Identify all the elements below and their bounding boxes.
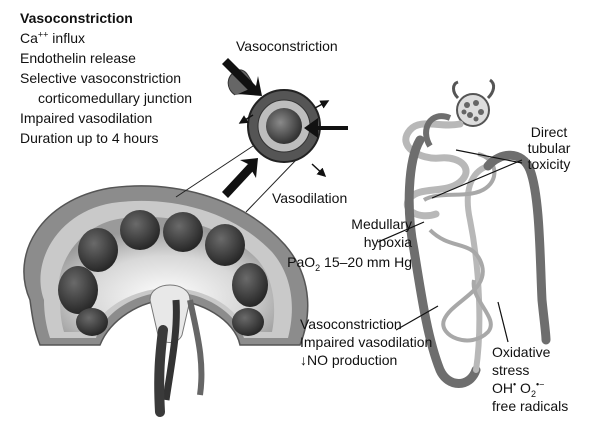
pointer-hypoxia	[377, 221, 425, 243]
o2-sup: •−	[535, 379, 545, 390]
renal-pyramids	[58, 210, 268, 336]
label-medullary: Medullary	[351, 216, 412, 232]
left-panel-item-calcium: Ca++ influx	[20, 30, 85, 47]
o2-sub: 2	[530, 388, 536, 399]
renal-vein	[187, 299, 205, 396]
left-panel-title: Vasoconstriction	[20, 10, 133, 26]
pao2-post: 15–20 mm Hg	[320, 254, 412, 270]
loop-of-henle-descending	[404, 135, 481, 388]
label-stress: stress	[492, 362, 530, 378]
label-toxicity: toxicity	[527, 156, 571, 172]
vasa-recta	[428, 228, 493, 343]
label-oxidative: Oxidative	[492, 344, 551, 360]
vessel-label-vasoconstriction: Vasoconstriction	[236, 38, 338, 54]
no-production-text: NO production	[307, 352, 398, 368]
label-free-radicals: free radicals	[492, 398, 569, 414]
left-panel-item-junction: corticomedullary junction	[38, 90, 193, 106]
label-direct: Direct	[530, 124, 568, 140]
oh-text: OH	[492, 380, 513, 396]
label-vasoconstriction-nephron: Vasoconstriction	[300, 316, 402, 332]
label-pao2: PaO2 15–20 mm Hg	[260, 254, 412, 273]
glomerulus	[456, 93, 490, 127]
arrow-bottom-left	[222, 164, 254, 198]
label-radicals: OH• O2•−	[492, 379, 545, 399]
renal-artery	[162, 299, 180, 401]
left-panel-item-selective: Selective vasoconstriction	[20, 70, 182, 86]
pointer-direct-toxicity-2	[431, 159, 523, 199]
pao2-sub: 2	[315, 262, 321, 273]
o2-text: O	[516, 380, 531, 396]
oh-sup: •	[513, 379, 517, 390]
vessel-label-vasodilation: Vasodilation	[272, 190, 348, 206]
calcium-rest: influx	[48, 30, 85, 46]
calcium-text: Ca	[20, 30, 38, 46]
connector-line-right	[245, 159, 297, 213]
pointer-oxidative	[497, 301, 509, 343]
label-tubular: tubular	[527, 140, 571, 156]
vasoconstriction-arrows	[222, 58, 348, 198]
down-arrow-icon: ↓	[300, 352, 307, 368]
left-panel-item-duration: Duration up to 4 hours	[20, 130, 159, 146]
vessel-cross-section	[227, 69, 321, 163]
pao2-pre: PaO	[287, 254, 316, 270]
arrow-top-left	[222, 58, 256, 92]
arrow-right	[304, 118, 348, 138]
pointer-vasoconstriction	[395, 305, 439, 331]
collecting-duct	[483, 150, 551, 345]
vasodilation-arrows	[238, 100, 330, 178]
pointer-direct-toxicity	[455, 149, 523, 164]
ureter	[154, 325, 168, 417]
kidney-illustration	[23, 185, 309, 417]
label-impaired-vasodilation: Impaired vasodilation	[300, 334, 433, 350]
nephron-illustration	[402, 78, 551, 388]
loop-of-henle-ascending	[464, 163, 491, 373]
calcium-sup: ++	[37, 29, 49, 40]
label-no-production: ↓NO production	[300, 352, 397, 369]
connector-line-left	[175, 145, 254, 198]
renal-pelvis	[149, 284, 191, 343]
left-panel-item-impaired: Impaired vasodilation	[20, 110, 153, 126]
label-hypoxia: hypoxia	[363, 234, 412, 250]
left-panel-item-endothelin: Endothelin release	[20, 50, 136, 66]
